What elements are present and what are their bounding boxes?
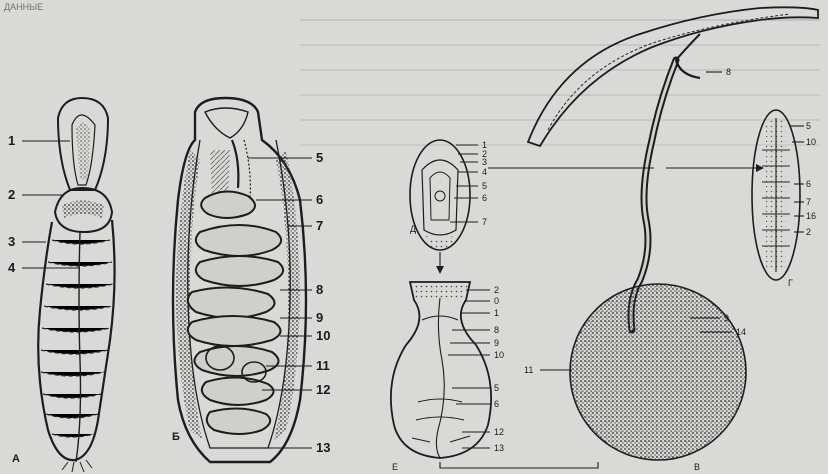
- label-g-7: 7: [806, 197, 811, 207]
- b-gut: [188, 191, 283, 434]
- label-e-8: 8: [494, 325, 499, 335]
- label-b-11: 11: [316, 358, 330, 373]
- label-e-9: 9: [494, 338, 499, 348]
- label-e-6: 6: [494, 399, 499, 409]
- label-v-9: 9: [724, 313, 729, 323]
- label-b-10: 10: [316, 328, 330, 343]
- label-e-2: 2: [494, 285, 499, 295]
- panel-d: 1 2 3 4 5 6 7 Д: [410, 140, 487, 274]
- label-e-1: 1: [494, 308, 499, 318]
- label-d-4: 4: [482, 167, 487, 177]
- label-a-4: 4: [8, 260, 16, 275]
- label-d-6: 6: [482, 193, 487, 203]
- label-v-8: 8: [726, 67, 731, 77]
- top-text: ДАННЫЕ: [4, 2, 43, 12]
- panel-a: 1 2 3 4 А: [8, 98, 115, 472]
- label-g-5: 5: [806, 121, 811, 131]
- panel-label-v: В: [694, 462, 700, 472]
- label-b-8: 8: [316, 282, 323, 297]
- label-b-5: 5: [316, 150, 323, 165]
- label-a-1: 1: [8, 133, 15, 148]
- panel-label-b: Б: [172, 431, 180, 443]
- panel-e: 2 0 1 8 9 10 5 6 12 13 Е: [391, 282, 598, 472]
- d-body: [410, 140, 470, 250]
- panel-g: 5 10 6 7 16 2 Г: [752, 110, 816, 288]
- panel-label-d: Д: [410, 224, 416, 234]
- label-a-2: 2: [8, 187, 15, 202]
- panel-label-g: Г: [788, 278, 793, 288]
- label-b-13: 13: [316, 440, 330, 455]
- label-d-7: 7: [482, 217, 487, 227]
- background-text: ДАННЫЕ: [4, 2, 820, 145]
- label-d-5: 5: [482, 181, 487, 191]
- label-d-3: 3: [482, 157, 487, 167]
- label-b-9: 9: [316, 310, 323, 325]
- label-v-11: 11: [524, 365, 533, 375]
- label-b-7: 7: [316, 218, 323, 233]
- label-e-10: 10: [494, 350, 504, 360]
- label-g-16: 16: [806, 211, 816, 221]
- label-a-3: 3: [8, 234, 15, 249]
- label-e-12: 12: [494, 427, 504, 437]
- a-trunk: [38, 220, 114, 460]
- panel-label-a: А: [12, 453, 20, 465]
- label-b-12: 12: [316, 382, 330, 397]
- label-g-2: 2: [806, 227, 811, 237]
- label-e-5: 5: [494, 383, 499, 393]
- label-v-14: 14: [736, 327, 746, 337]
- label-e-0: 0: [494, 296, 499, 306]
- label-g-10: 10: [806, 137, 816, 147]
- label-e-13: 13: [494, 443, 504, 453]
- panel-b: 5 6 7 8 9 10 11 12 13 Б: [172, 98, 330, 462]
- label-g-6: 6: [806, 179, 811, 189]
- panel-label-e: Е: [392, 462, 398, 472]
- label-b-6: 6: [316, 192, 323, 207]
